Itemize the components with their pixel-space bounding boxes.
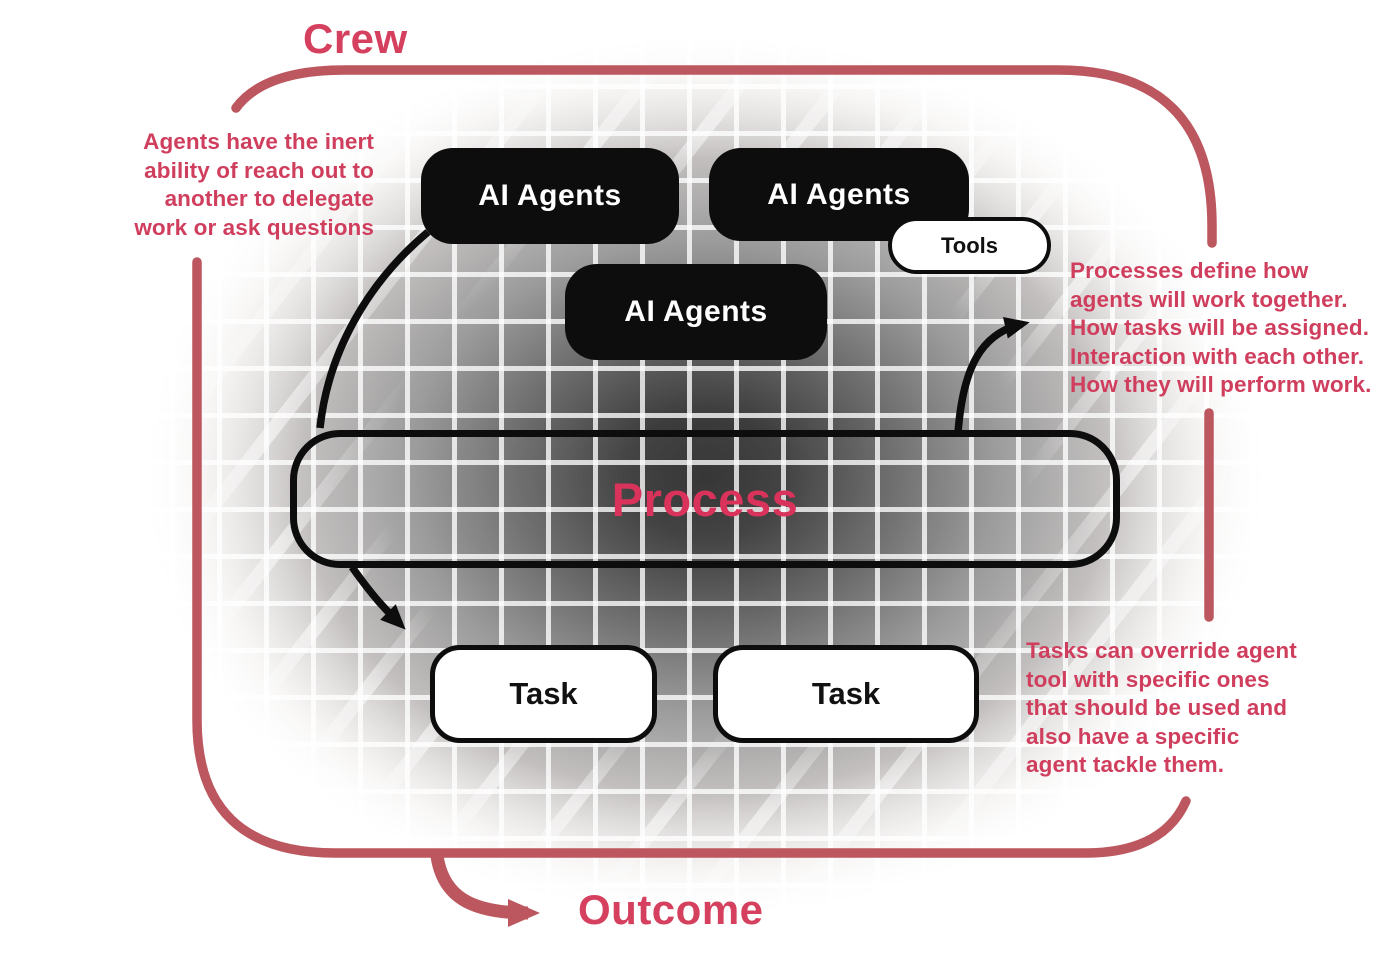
crew-title: Crew (303, 15, 408, 62)
agents-delegation-note: Agents have the inert ability of reach o… (112, 128, 374, 242)
task-node-1: Task (430, 645, 657, 743)
outcome-arrow (430, 854, 540, 927)
process-definition-note: Processes define how agents will work to… (1070, 257, 1400, 400)
agent-to-process-connector (316, 229, 431, 429)
process-node-label: Process (611, 472, 799, 526)
note-line: agent tackle them. (1026, 752, 1225, 777)
note-line: ability of reach out to (144, 157, 374, 183)
note-line: also have a specific (1026, 723, 1240, 749)
note-line: Processes define how (1070, 258, 1309, 283)
tools-node-label: Tools (940, 232, 999, 258)
note-line: work or ask questions (134, 214, 374, 240)
note-line: Tasks can override agent (1026, 638, 1297, 663)
note-line: How tasks will be assigned. (1070, 315, 1370, 340)
note-line: that should be used and (1026, 695, 1288, 720)
ai-agents-node-1-label: AI Agents (478, 179, 622, 212)
task-node-2-label: Task (811, 676, 881, 711)
note-line: Agents have the inert (143, 129, 374, 154)
note-line: agents will work together. (1070, 286, 1348, 312)
outcome-title: Outcome (578, 886, 764, 933)
note-line: tool with specific ones (1026, 666, 1270, 692)
ai-agents-node-3: AI Agents (565, 264, 827, 360)
ai-agents-node-2-label: AI Agents (767, 177, 911, 211)
process-node: Process (290, 430, 1120, 568)
note-line: How they will perform work. (1070, 372, 1372, 397)
ai-agents-node-3-label: AI Agents (624, 295, 768, 328)
note-line: Interaction with each other. (1070, 343, 1365, 369)
note-line: another to delegate (164, 186, 374, 211)
ai-agents-node-1: AI Agents (421, 148, 679, 244)
process-to-task-arrow (348, 564, 406, 630)
ai-agents-node-2: AI Agents (709, 148, 969, 241)
process-to-note-arrow (954, 317, 1030, 434)
crew-border (192, 65, 1217, 858)
task-override-note: Tasks can override agent tool with speci… (1026, 637, 1336, 780)
tools-node: Tools (888, 217, 1051, 274)
task-node-1-label: Task (509, 676, 578, 711)
task-node-2: Task (713, 645, 979, 743)
